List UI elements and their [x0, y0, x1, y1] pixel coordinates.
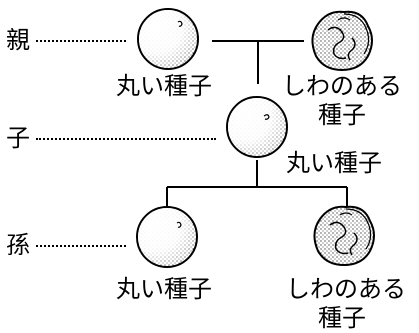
parent-round-seed: [137, 8, 199, 70]
grandchild-dotted-leader: [36, 245, 126, 247]
parent-dotted-leader: [36, 40, 126, 42]
grandchild-wrinkled-seed: [313, 205, 375, 267]
generation-label-grandchild: 孫: [6, 231, 30, 259]
child-round-seed: [226, 96, 288, 158]
grandchild-wrinkled-seed-label-line2: 種子: [318, 304, 366, 332]
generation-label-parent: 親: [6, 26, 30, 54]
parent-wrinkled-seed-label-line1: しわのある: [282, 72, 402, 100]
grandchild-round-seed: [136, 206, 198, 268]
grandchild-round-seed-label: 丸い種子: [116, 275, 212, 303]
child-dotted-leader: [36, 138, 216, 140]
parent-wrinkled-seed-label-line2: 種子: [318, 101, 366, 129]
parent-wrinkled-seed: [311, 10, 373, 72]
grandchild-wrinkled-seed-label-line1: しわのある: [286, 275, 406, 303]
generation-label-child: 子: [6, 124, 30, 152]
parent-round-seed-label: 丸い種子: [116, 72, 212, 100]
child-round-seed-label: 丸い種子: [286, 149, 382, 177]
